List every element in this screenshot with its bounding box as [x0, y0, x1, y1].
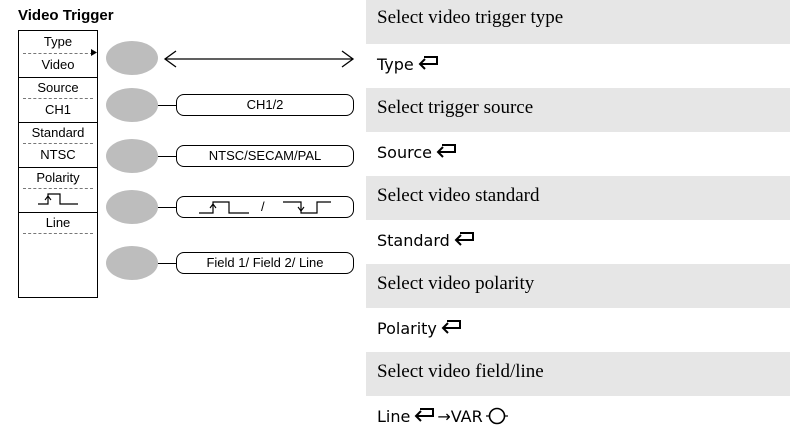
step-key-row: Polarity	[366, 308, 790, 352]
line-options-box: Field 1/ Field 2/ Line	[176, 252, 354, 274]
enter-key-icon	[436, 144, 456, 158]
menu-item-source-label: Source	[37, 80, 79, 95]
steps-table: Select video trigger type Type Select tr…	[366, 0, 790, 443]
enter-key-icon	[454, 232, 474, 246]
menu-item-standard-label: Standard	[31, 125, 85, 140]
step-key: Line →VAR	[377, 407, 508, 426]
step-row: Select video trigger type	[366, 0, 790, 44]
softkey-polarity-button[interactable]	[106, 190, 158, 224]
soft-menu-panel: Type Video Source CH1 Standard NTSC Pola…	[18, 30, 98, 298]
menu-item-line[interactable]: Line	[19, 213, 97, 297]
step-description: Select trigger source	[377, 97, 534, 118]
enter-key-icon	[418, 56, 438, 70]
step-description: Select video trigger type	[377, 7, 564, 28]
menu-item-standard[interactable]: Standard NTSC	[19, 123, 97, 167]
var-knob-icon	[485, 407, 508, 425]
menu-item-type-value: Video	[41, 57, 75, 72]
step-key: Polarity	[377, 319, 464, 338]
double-arrow-icon	[163, 50, 355, 68]
step-key-label: Type	[377, 55, 414, 74]
standard-options-box: NTSC/SECAM/PAL	[176, 145, 354, 167]
step-row: Select video field/line	[366, 352, 790, 396]
menu-item-polarity-label: Polarity	[36, 170, 80, 185]
video-trigger-diagram: Video Trigger Type Video Source CH1 Stan…	[0, 0, 365, 443]
menu-item-type-label: Type	[43, 34, 73, 49]
menu-item-source-value: CH1	[44, 102, 71, 117]
diagram-title: Video Trigger	[18, 7, 114, 24]
source-options-box: CH1/2	[176, 94, 354, 116]
negative-polarity-icon	[283, 201, 331, 214]
softkey-standard-button[interactable]	[106, 139, 158, 173]
step-knob-label: VAR	[450, 407, 483, 426]
polarity-separator: /	[261, 199, 265, 214]
step-key-label: Polarity	[377, 319, 437, 338]
menu-item-type[interactable]: Type Video	[19, 31, 97, 77]
menu-item-source[interactable]: Source CH1	[19, 78, 97, 122]
positive-polarity-icon	[38, 193, 78, 205]
step-description: Select video polarity	[377, 273, 535, 294]
enter-key-icon	[441, 320, 461, 334]
step-key-label: Standard	[377, 231, 450, 250]
polarity-options-box: /	[176, 196, 354, 218]
step-description: Select video field/line	[377, 361, 544, 382]
softkey-source-button[interactable]	[106, 88, 158, 122]
softkey-line-button[interactable]	[106, 246, 158, 280]
selector-arrow-icon	[91, 49, 97, 56]
step-key-row: Type	[366, 44, 790, 88]
enter-key-icon	[414, 408, 435, 422]
step-key: Source	[377, 143, 459, 162]
softkey-type-button[interactable]	[106, 41, 158, 75]
step-row: Select trigger source	[366, 88, 790, 132]
step-arrow: →	[437, 407, 451, 426]
step-key-row: Source	[366, 132, 790, 176]
menu-item-line-label: Line	[45, 215, 71, 230]
step-key-row: Line →VAR	[366, 396, 790, 443]
step-row: Select video polarity	[366, 264, 790, 308]
step-key-label: Line	[377, 407, 411, 426]
step-key-label: Source	[377, 143, 432, 162]
positive-polarity-icon	[199, 201, 249, 214]
menu-item-polarity[interactable]: Polarity	[19, 168, 97, 212]
step-description: Select video standard	[377, 185, 540, 206]
menu-item-standard-value: NTSC	[40, 147, 76, 162]
step-key: Standard	[377, 231, 477, 250]
step-row: Select video standard	[366, 176, 790, 220]
step-key: Type	[377, 55, 441, 74]
step-key-row: Standard	[366, 220, 790, 264]
